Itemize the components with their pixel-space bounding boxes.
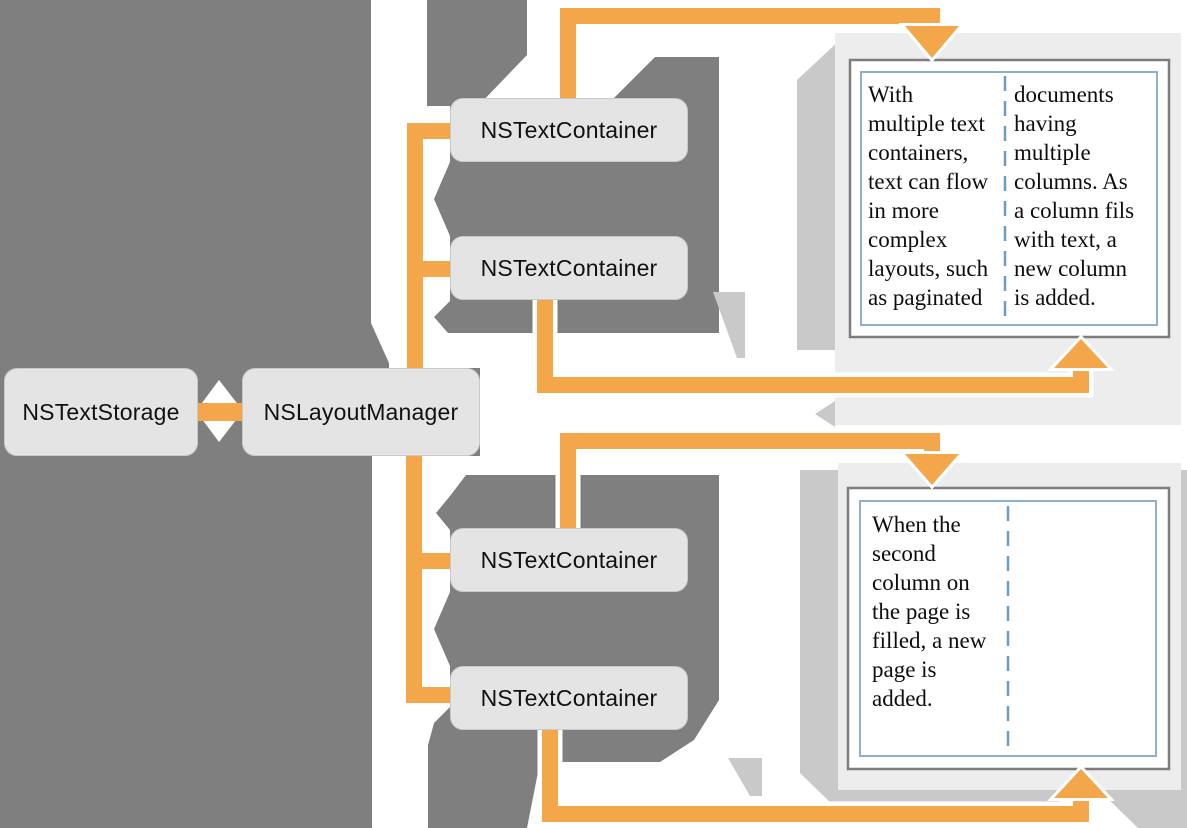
line-manager-to-container1 bbox=[407, 123, 450, 368]
page2-column1-text: When the second column on the page is fi… bbox=[872, 510, 986, 713]
page1-sheet bbox=[848, 58, 1171, 339]
page1-col2-line: is added. bbox=[1014, 285, 1096, 310]
page1-column1-text: With multiple text containers, text can … bbox=[868, 80, 988, 312]
silver-fragment-upper bbox=[713, 292, 745, 358]
node-nstextcontainer-1: NSTextContainer bbox=[450, 98, 688, 162]
node-nstextcontainer-2: NSTextContainer bbox=[450, 236, 688, 300]
page1-col1-line: With bbox=[868, 82, 914, 107]
silver-fragment-lower bbox=[728, 758, 762, 796]
page1-col1-line: containers, bbox=[868, 140, 969, 165]
page1-col1-line: in more bbox=[868, 198, 939, 223]
node-nstextcontainer-4: NSTextContainer bbox=[450, 666, 688, 730]
line-manager-to-container4 bbox=[406, 456, 450, 703]
node-nstextcontainer-1-label: NSTextContainer bbox=[480, 116, 658, 143]
page2-col1-line: added. bbox=[872, 686, 933, 711]
node-nstextstorage: NSTextStorage bbox=[4, 368, 198, 456]
page1-col1-line: multiple text bbox=[868, 111, 985, 136]
node-nstextcontainer-3: NSTextContainer bbox=[450, 528, 688, 592]
page2-col1-line: second bbox=[872, 541, 936, 566]
arrowhead-up-page1-icon bbox=[1047, 334, 1115, 371]
silver-notch-upper bbox=[815, 401, 835, 427]
page1-col2-line: new column bbox=[1014, 256, 1128, 281]
node-nslayoutmanager: NSLayoutManager bbox=[242, 368, 480, 456]
page1-column-frame bbox=[860, 71, 1158, 326]
arrowhead-up-page2-icon bbox=[1047, 764, 1115, 801]
page1-column2-text: documents having multiple columns. As a … bbox=[1014, 80, 1134, 312]
page1-col1-line: as paginated bbox=[868, 285, 983, 310]
page1-col2-line: having bbox=[1014, 111, 1077, 136]
page1-col1-line: text can flow bbox=[868, 169, 989, 194]
page2-col1-line: column on bbox=[872, 570, 970, 595]
line-container3-to-page2 bbox=[560, 433, 940, 530]
arrowhead-down-page2-icon bbox=[898, 451, 966, 490]
page1-col1-line: layouts, such bbox=[868, 256, 989, 281]
page2-col1-line: When the bbox=[872, 512, 961, 537]
line-container4-to-page2 bbox=[542, 728, 1089, 822]
page2-col1-line: page is bbox=[872, 657, 937, 682]
page1-col2-line: multiple bbox=[1014, 140, 1091, 165]
page2-col1-line: the page is bbox=[872, 599, 971, 624]
node-nstextcontainer-4-label: NSTextContainer bbox=[480, 684, 658, 711]
node-nstextcontainer-2-label: NSTextContainer bbox=[480, 254, 658, 281]
page1-col2-line: documents bbox=[1014, 82, 1114, 107]
storage-manager-link bbox=[197, 403, 243, 421]
page1-col2-line: a column fils bbox=[1014, 198, 1135, 223]
arrowheads bbox=[898, 23, 1115, 801]
node-nstextcontainer-3-label: NSTextContainer bbox=[480, 546, 658, 573]
page1-col1-line: complex bbox=[868, 227, 948, 252]
page1-col2-line: columns. As bbox=[1014, 169, 1128, 194]
page1-col2-line: with text, a bbox=[1014, 227, 1117, 252]
gray-top-wedge bbox=[427, 0, 527, 106]
page2-column-frame bbox=[859, 500, 1157, 757]
page2-col1-line: filled, a new bbox=[872, 628, 987, 653]
node-nstextstorage-label: NSTextStorage bbox=[22, 398, 180, 425]
arrowhead-down-page1-icon bbox=[898, 23, 966, 63]
line-container2-to-page1 bbox=[537, 298, 1089, 393]
node-nslayoutmanager-label: NSLayoutManager bbox=[263, 398, 459, 425]
